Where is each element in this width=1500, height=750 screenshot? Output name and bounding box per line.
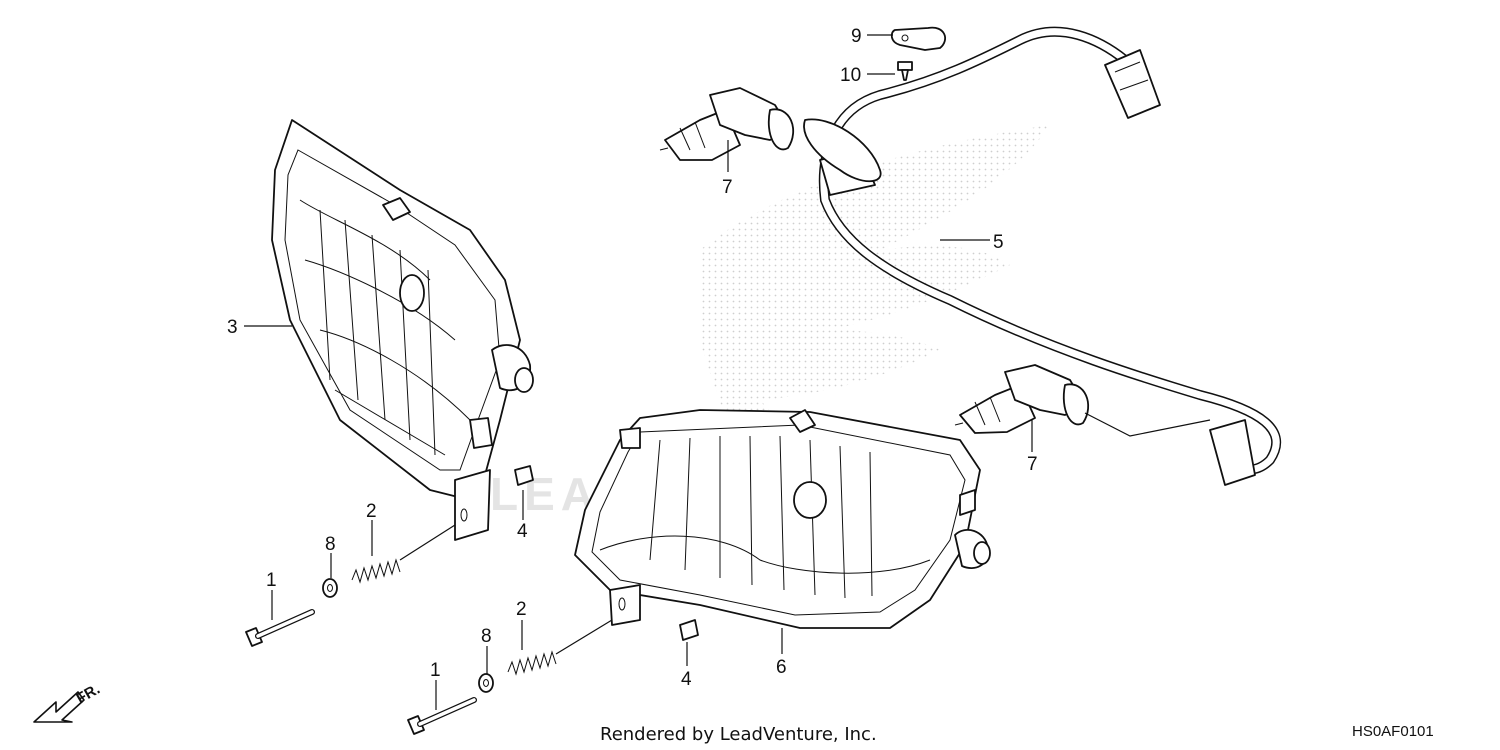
nut-part-4-lower [679,619,699,641]
callout-9: 9 [851,26,862,47]
callout-8-upper: 8 [325,534,336,555]
spring-part-2-lower [507,650,557,676]
screw-part-10 [897,61,913,81]
callout-3: 3 [227,317,238,338]
nut-part-4-upper [514,465,534,486]
bulb-lower [954,364,1090,434]
callout-6: 6 [776,657,787,678]
leader-lines [244,34,1211,710]
bulb-upper [659,87,795,161]
spring-part-2-upper [351,558,401,584]
washer-part-8-lower [478,673,494,693]
callouts: 9 10 7 7 5 3 2 2 8 8 1 1 4 4 6 [227,26,1038,690]
footer-credit: Rendered by LeadVenture, Inc. [600,724,877,745]
washer-part-8-upper [322,578,338,598]
wire-harness [803,26,1281,486]
callout-10: 10 [840,65,861,86]
callout-5: 5 [993,232,1004,253]
callout-7-upper: 7 [722,177,733,198]
callout-1-lower: 1 [430,660,441,681]
callout-1-upper: 1 [266,570,277,591]
front-arrow: FR. [33,681,103,723]
callout-2-lower: 2 [516,599,527,620]
diagram-code: HS0AF0101 [1352,723,1434,740]
callout-4-lower: 4 [681,669,692,690]
bolt-part-1-upper [245,609,315,647]
headlight-left [271,119,534,541]
callout-7-lower: 7 [1027,454,1038,475]
bolt-part-1-lower [407,697,477,735]
callout-4-upper: 4 [517,521,528,542]
headlight-right [574,409,991,629]
callout-8-lower: 8 [481,626,492,647]
clamp-part-9 [890,26,946,51]
callout-2-upper: 2 [366,501,377,522]
